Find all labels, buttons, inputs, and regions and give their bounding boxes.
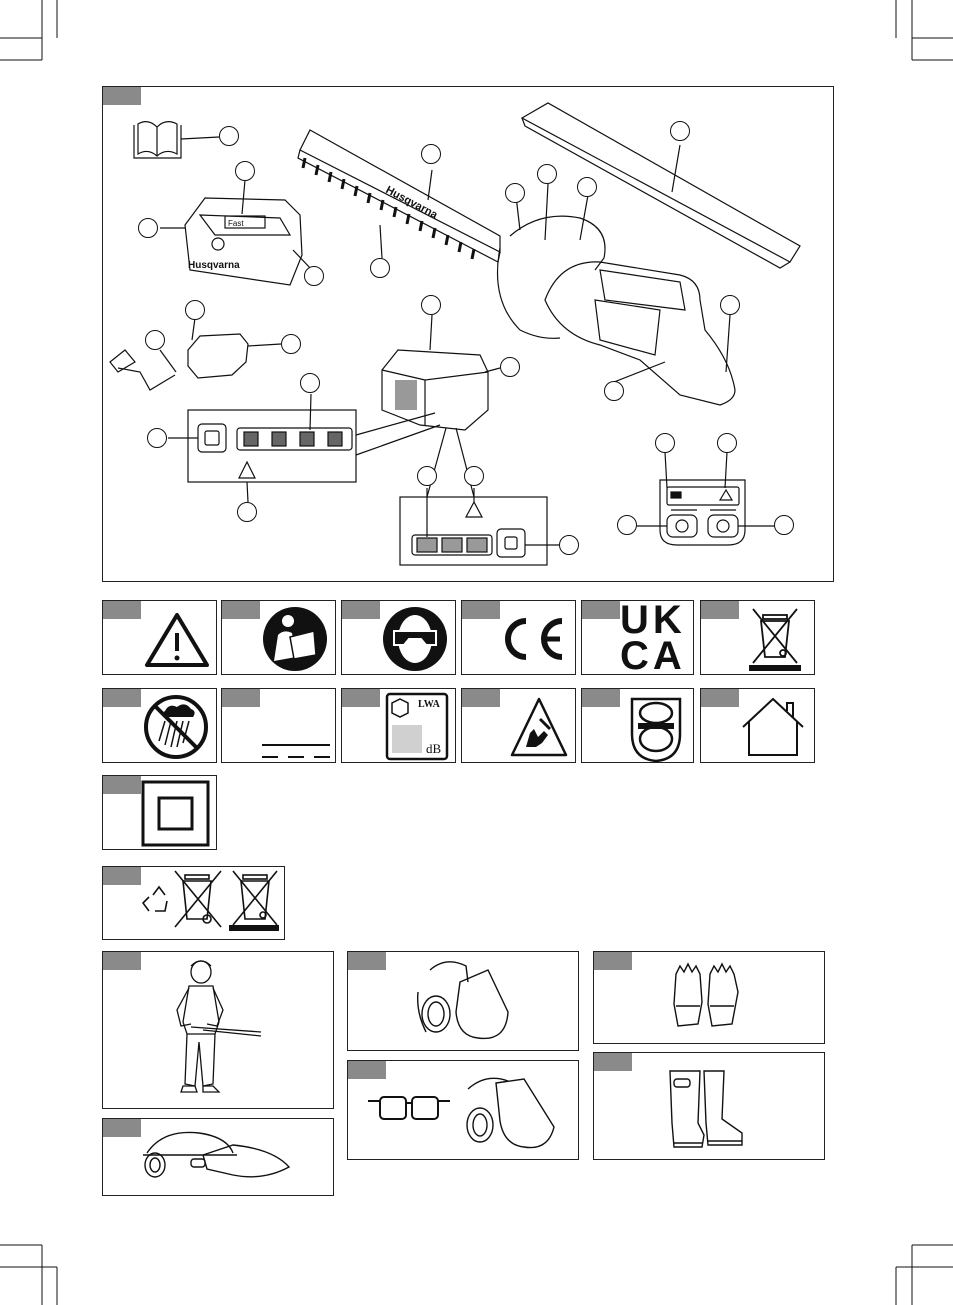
callout-2 [235,161,255,181]
ukca-bottom: CA [620,637,686,675]
callout-6 [145,330,165,350]
boots-icon [594,1053,826,1161]
callout-12 [370,258,390,278]
battery [382,315,500,430]
callout-13 [670,121,690,141]
trimmer-body [498,184,736,405]
callout-21 [417,466,437,486]
callout-9 [147,428,167,448]
battery-indicator-panel [400,428,559,565]
db-label: dB [426,741,441,757]
charger-display-label: Fast [228,219,244,228]
operator-figure [103,952,335,1110]
house-icon [701,689,816,764]
symbol-panel-ukca: UK CA [581,600,694,675]
callout-7 [281,334,301,354]
callout-19 [720,295,740,315]
product-overview-drawing: Husqvarna Fast Husqvarna [0,0,953,600]
symbol-panel-dc [221,688,336,763]
symbol-panel-no-rain [102,688,217,763]
symbol-panel-eye-protection [341,600,456,675]
warning-triangle-icon [103,601,218,676]
callout-26 [617,515,637,535]
symbol-panel-sound-power: LWA dB [341,688,456,763]
callout-24 [655,433,675,453]
callout-10 [237,502,257,522]
symbol-panel-weee [700,600,815,675]
symbol-panel-double-insulation [102,775,217,850]
ear-protection-icon [582,689,695,764]
callout-16 [577,177,597,197]
symbol-panel-recycling [102,866,285,940]
gloves-icon [594,952,826,1045]
ce-mark [462,601,577,676]
charger-brand-label: Husqvarna [188,260,240,271]
glasses-ear-icon [348,1061,580,1161]
symbol-panel-cut-hazard [461,688,576,763]
control-panel [637,452,775,545]
callout-22 [464,466,484,486]
blade-guard [522,103,800,268]
callout-15 [537,164,557,184]
read-manual-icon [222,601,337,676]
callout-5 [185,300,205,320]
lwa-label: LWA [418,699,440,710]
symbol-panel-ear-protection [581,688,694,763]
ppe-panel-gloves [593,951,825,1044]
callout-4 [304,266,324,286]
power-supply [110,318,281,390]
callout-27 [774,515,794,535]
crossed-bin-icon [701,601,816,676]
blade-brand-label: Husqvarna [384,184,441,222]
symbol-panel-indoor [700,688,815,763]
double-insulation-icon [103,776,218,851]
callout-17 [421,295,441,315]
ppe-panel-boots [593,1052,825,1160]
symbol-panel-warning [102,600,217,675]
hand-cut-hazard-icon [462,689,577,764]
callout-11 [421,144,441,164]
ppe-panel-face-shield [347,951,579,1051]
callout-1 [219,126,239,146]
ppe-panel-glasses-ear [347,1060,579,1160]
charger-indicator-panel [168,394,440,502]
face-shield-ear-icon [348,952,580,1052]
callout-20 [604,381,624,401]
direct-current-icon [222,689,337,764]
callout-14 [505,183,525,203]
recycle-icon [143,887,167,911]
callout-8 [300,373,320,393]
callout-18 [500,357,520,377]
callout-3 [138,218,158,238]
symbol-panel-ce: CE [461,600,576,675]
callout-25 [717,433,737,453]
book-icon [134,122,219,158]
ppe-panel-helmet [102,1118,334,1196]
symbol-panel-read-manual [221,600,336,675]
recycling-symbols [103,867,286,941]
ppe-panel-operator [102,951,334,1109]
callout-23 [559,535,579,555]
eye-protection-icon [342,601,457,676]
helmet-icon [103,1119,335,1197]
no-rain-icon [103,689,218,764]
